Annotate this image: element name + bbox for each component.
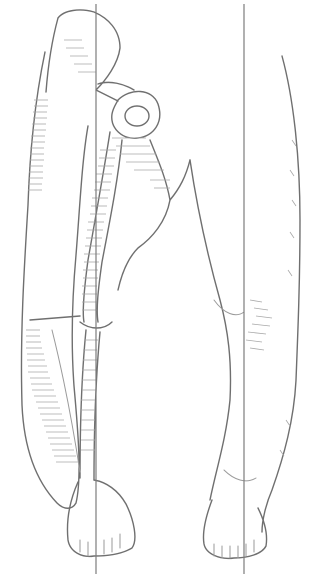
right-leg-lateral-outline xyxy=(262,56,300,532)
right-leg-contour xyxy=(170,56,300,558)
right-foot xyxy=(203,500,266,558)
left-foot-toes xyxy=(80,534,120,556)
right-leg-shading xyxy=(246,140,296,456)
groin-contour xyxy=(170,160,190,200)
femur-lateral xyxy=(97,140,122,322)
left-leg-outline xyxy=(21,52,88,508)
pelvis-outline xyxy=(58,10,120,101)
right-leg-medial-outline xyxy=(190,160,231,500)
obturator-ring xyxy=(112,91,160,138)
tibia-medial xyxy=(80,330,86,478)
ankle-crease xyxy=(224,470,256,481)
femur-medial xyxy=(83,132,110,322)
tibia-lateral xyxy=(94,332,100,480)
right-foot-toes xyxy=(214,540,254,558)
femoral-head xyxy=(125,106,149,126)
knee-crease xyxy=(214,300,244,315)
iliac-crest xyxy=(98,82,134,90)
pelvis-lateral-edge xyxy=(46,18,58,92)
left-leg-hatching xyxy=(26,40,170,462)
inner-thigh-outline xyxy=(118,140,170,290)
